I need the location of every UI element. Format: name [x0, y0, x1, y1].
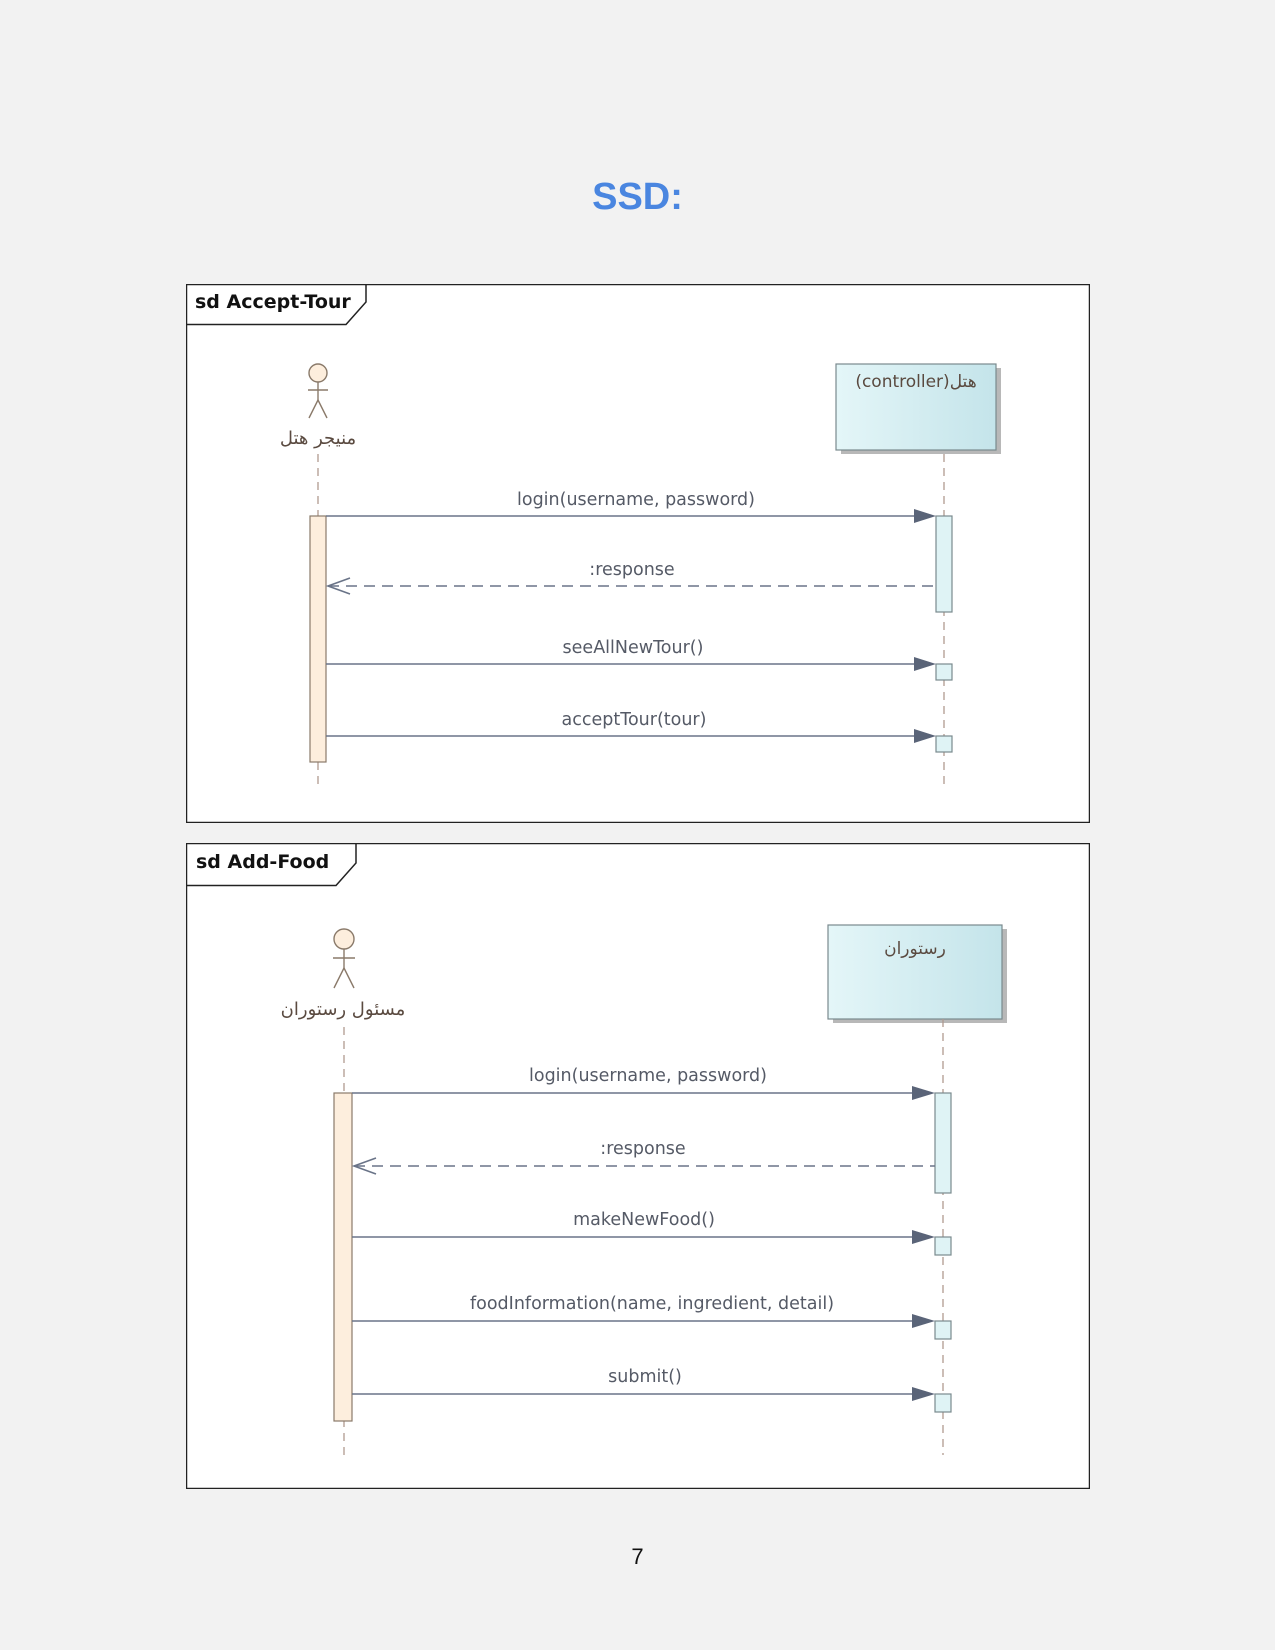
actor-activation: [333, 1092, 353, 1422]
sequence-diagram-add-food: sd Add-Food مسئول رستوران رستوران login(…: [186, 843, 1090, 1489]
object-activation: [934, 1393, 952, 1413]
actor-icon: [308, 363, 328, 419]
diagram-canvas: sd Accept-Tour منیجر هتل (controller)هتل…: [186, 284, 1090, 823]
object-activation: [934, 1092, 952, 1194]
message-label: :response: [600, 1139, 685, 1159]
frame-label-tab: [186, 284, 367, 326]
actor-activation: [309, 515, 327, 763]
frame-label: sd Accept-Tour: [195, 291, 351, 313]
message-label: seeAllNewTour(): [563, 638, 704, 658]
message-label: :response: [589, 560, 674, 580]
message-make-new-food: makeNewFood(): [352, 1210, 935, 1244]
message-accept-tour: acceptTour(tour): [326, 710, 936, 743]
object-activation: [935, 515, 953, 613]
message-see-all-new-tour: seeAllNewTour(): [326, 638, 936, 671]
message-label: login(username, password): [529, 1066, 767, 1086]
object-activation: [935, 663, 953, 681]
message-food-information: foodInformation(name, ingredient, detail…: [352, 1294, 935, 1328]
object-label: (controller)هتل: [855, 372, 976, 392]
sequence-diagram-accept-tour: sd Accept-Tour منیجر هتل (controller)هتل…: [186, 284, 1090, 823]
message-label: makeNewFood(): [573, 1210, 715, 1230]
message-label: submit(): [608, 1367, 682, 1387]
object-activation: [934, 1320, 952, 1340]
object-activation: [934, 1236, 952, 1256]
message-submit: submit(): [352, 1367, 935, 1401]
page-title: SSD:: [592, 176, 683, 218]
frame-label-tab: [186, 843, 357, 887]
page-number: 7: [631, 1544, 644, 1569]
object-label: رستوران: [884, 939, 946, 959]
message-response: :response: [351, 1139, 935, 1175]
diagram-canvas: sd Add-Food مسئول رستوران رستوران login(…: [186, 843, 1090, 1489]
message-response: :response: [325, 560, 936, 595]
actor-label: مسئول رستوران: [281, 999, 406, 1020]
object-box: [835, 363, 997, 451]
message-label: foodInformation(name, ingredient, detail…: [470, 1294, 834, 1314]
message-login: login(username, password): [352, 1066, 935, 1100]
object-activation: [935, 735, 953, 753]
frame-label: sd Add-Food: [196, 851, 329, 873]
actor-label: منیجر هتل: [280, 428, 356, 449]
message-label: acceptTour(tour): [562, 710, 707, 730]
message-label: login(username, password): [517, 490, 755, 510]
actor-icon: [333, 928, 355, 989]
object-box: [827, 924, 1003, 1020]
message-login: login(username, password): [326, 490, 936, 523]
